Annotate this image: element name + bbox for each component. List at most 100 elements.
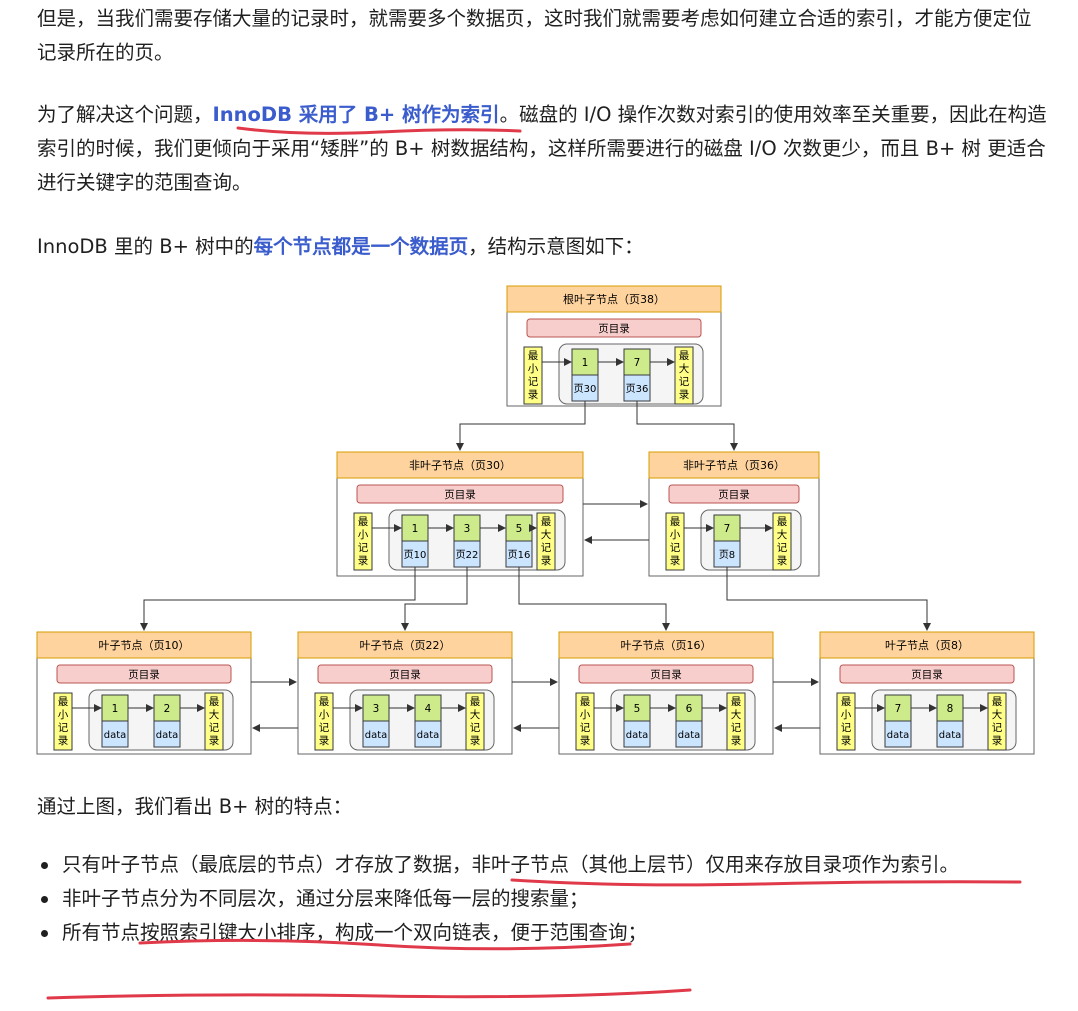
max-record — [726, 692, 746, 751]
record-key-cell — [101, 694, 129, 722]
max-record-label: 最 — [470, 696, 481, 708]
bplus-tree-diagram: 根叶子节点（页38）页目录最小记录1页307页36最大记录非叶子节点（页30）页… — [36, 285, 1035, 755]
page-directory — [839, 664, 1015, 684]
min-record-label: 小 — [319, 709, 330, 721]
p3-pre: InnoDB 里的 B+ 树中的 — [37, 235, 254, 258]
max-record-label: 最 — [777, 516, 788, 528]
max-record-label: 大 — [209, 708, 220, 721]
record-pointer-cell — [414, 720, 442, 748]
record-pointer: data — [626, 730, 649, 741]
record-key: 1 — [412, 523, 419, 535]
max-record-label: 录 — [541, 555, 552, 567]
pointer-arrow — [726, 567, 931, 631]
page-directory — [56, 664, 232, 684]
node-title: 根叶子节点（页38） — [563, 292, 665, 306]
paragraph-tree-node: InnoDB 里的 B+ 树中的每个节点都是一个数据页，结构示意图如下： — [37, 230, 1047, 264]
record-pointer: 页22 — [456, 549, 479, 561]
record-key: 6 — [686, 703, 693, 715]
page-directory — [578, 664, 754, 684]
min-record-label: 录 — [58, 735, 69, 747]
record-key-cell — [505, 514, 533, 542]
pointer-arrow — [140, 567, 416, 631]
record-pointer: 页10 — [404, 549, 427, 561]
record-pointer: data — [156, 730, 179, 741]
min-record-label: 小 — [580, 709, 591, 721]
min-record — [575, 692, 595, 751]
node-title-bar — [558, 631, 774, 659]
max-record-label: 记 — [731, 722, 742, 734]
max-record — [987, 692, 1007, 751]
record-pointer: 页8 — [719, 549, 735, 561]
record-pointer-cell — [453, 540, 481, 568]
min-record — [53, 692, 73, 751]
max-record-label: 记 — [209, 722, 220, 734]
min-record-label: 最 — [580, 696, 591, 708]
bullet-dot — [41, 896, 48, 903]
record-pointer-cell — [623, 720, 651, 748]
record-key-cell — [675, 694, 703, 722]
min-record-label: 记 — [670, 542, 681, 554]
pointer-arrow — [636, 401, 738, 451]
page-directory-label: 页目录 — [444, 489, 476, 501]
record-key: 7 — [724, 523, 731, 535]
max-record-label: 大 — [470, 708, 481, 721]
node-title-bar — [297, 631, 513, 659]
min-record-label: 最 — [358, 516, 369, 528]
page-directory-label: 页目录 — [598, 323, 630, 335]
min-record-label: 记 — [580, 722, 591, 734]
p3-post: ，结构示意图如下： — [468, 235, 644, 258]
max-record-label: 大 — [992, 708, 1003, 721]
p3-highlight: 每个节点都是一个数据页 — [253, 235, 469, 258]
min-record-label: 最 — [528, 350, 539, 362]
max-record-label: 记 — [777, 542, 788, 554]
node-title: 非叶子节点（页30） — [409, 459, 511, 472]
record-pointer-cell — [713, 540, 741, 568]
min-record-label: 录 — [841, 735, 852, 747]
pointer-arrow — [456, 401, 586, 451]
max-record-label: 最 — [679, 350, 690, 362]
underline-stroke — [46, 988, 692, 1000]
p2-highlight: InnoDB 采用了 B+ 树作为索引 — [212, 103, 500, 126]
min-record-label: 记 — [841, 722, 852, 734]
record-key: 2 — [164, 703, 171, 715]
min-record-label: 录 — [670, 555, 681, 567]
page-directory-label: 页目录 — [911, 669, 943, 681]
min-record-label: 小 — [670, 529, 681, 541]
p2-pre: 为了解决这个问题， — [37, 103, 213, 126]
max-record-label: 大 — [541, 528, 552, 541]
max-record-label: 录 — [679, 389, 690, 401]
min-record-label: 小 — [58, 709, 69, 721]
list-item: 所有节点按照索引键大小排序，构成一个双向链表，便于范围查询； — [37, 916, 1047, 950]
node-title: 叶子节点（页16） — [621, 639, 712, 652]
max-record-label: 记 — [541, 542, 552, 554]
node-title-bar — [336, 451, 584, 479]
max-record-label: 记 — [470, 722, 481, 734]
page-directory-label: 页目录 — [128, 669, 160, 681]
record-pointer: 页36 — [626, 383, 649, 395]
record-key: 5 — [634, 703, 641, 715]
max-record-label: 大 — [731, 708, 742, 721]
record-pointer-cell — [153, 720, 181, 748]
node-title: 叶子节点（页8） — [885, 639, 969, 652]
record-key: 3 — [464, 523, 471, 535]
bullet-text: 只有叶子节点（最底层的节点）才存放了数据，非叶子节点（其他上层节）仅用来存放目录… — [62, 853, 960, 876]
max-record-label: 最 — [992, 696, 1003, 708]
p2-post: 。磁盘的 I/O 操作次数对索引的使用效率至关重要，因此在构造索引的时候，我们更… — [37, 103, 1047, 194]
min-record — [523, 346, 543, 405]
paragraph-innodb-index: 为了解决这个问题，InnoDB 采用了 B+ 树作为索引。磁盘的 I/O 操作次… — [37, 98, 1047, 200]
record-pointer: data — [104, 730, 127, 741]
record-pointer: data — [365, 730, 388, 741]
node-title: 非叶子节点（页36） — [683, 459, 785, 472]
page-directory — [356, 484, 564, 504]
page-directory-label: 页目录 — [389, 669, 421, 681]
pointer-arrow — [401, 567, 468, 631]
min-record-label: 录 — [580, 735, 591, 747]
record-pointer-cell — [884, 720, 912, 748]
max-record — [204, 692, 224, 751]
record-key: 1 — [112, 703, 119, 715]
min-record-label: 最 — [58, 696, 69, 708]
record-key: 1 — [582, 357, 589, 369]
record-pointer-cell — [362, 720, 390, 748]
min-record-label: 记 — [528, 376, 539, 388]
features-list: 只有叶子节点（最底层的节点）才存放了数据，非叶子节点（其他上层节）仅用来存放目录… — [37, 848, 1047, 950]
